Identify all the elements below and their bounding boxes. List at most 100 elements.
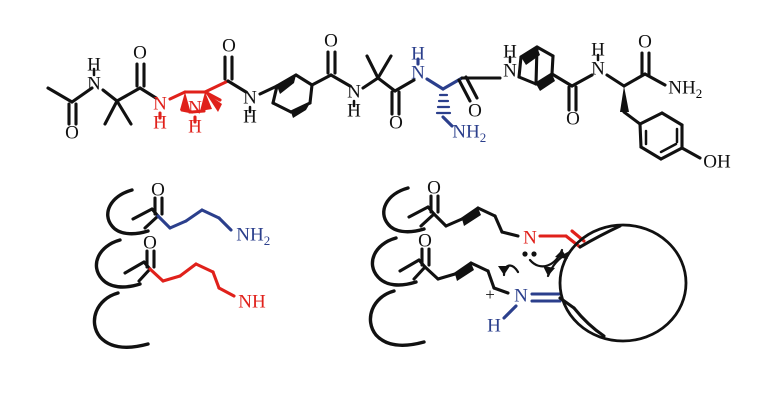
stereo-wedge-tyr [620,86,629,112]
bond-n6-ca [605,73,626,88]
residue-red-piperidine: N H N H O [153,35,248,137]
bond-phenol-oh [680,146,702,160]
bond-mt-chain-2 [444,217,464,228]
mech-bottom-unit-blue-iminium: O + N H [398,230,576,336]
hydrogen-label-blue: H [487,315,501,336]
oxygen-label: O [418,230,432,251]
bond-sl2-c-carbonyl [137,267,152,283]
amine-label-blue: NH [452,121,480,142]
stereo-wedge-red-2 [200,92,212,111]
hydrogen-label: H [243,106,257,127]
bond-aib2-me-a [365,54,380,80]
oxygen-label: O [566,108,580,129]
bond-aib1-ca-c [115,86,142,103]
bond-mb-chain-2 [436,272,457,281]
bond-phenol-inner-2 [659,142,678,154]
amine-subscript-blue: 2 [480,130,487,145]
bond-blue-chain-4 [200,208,221,220]
bond-tyr-c-nh2 [643,72,667,87]
bond-red-chain-3 [178,262,198,278]
nitrogen-label-red-ring: N [188,97,202,118]
stereo-wedge-bridge-1 [277,75,296,94]
mech-stereo-wedge-2 [455,263,474,281]
bond-sl-ca-1 [131,207,154,221]
bond-ch-ring-6 [271,101,293,114]
oxygen-label: O [151,179,165,200]
bond-red-c-n [226,79,248,94]
bond-ch2-ring-4 [535,45,555,58]
hydrogen-label: H [347,100,361,121]
bond-mt-chain-1 [432,212,448,228]
mech-backbone-arc-1 [382,186,426,234]
hydrogen-label: H [503,41,517,62]
bond-mt-chain-5 [493,214,504,234]
hydrogen-label: H [87,54,101,75]
oxygen-label: O [389,112,403,133]
oxygen-label: O [324,30,338,51]
bond-ac-ch3 [46,86,74,104]
bond-aib1-c-n [138,86,158,100]
macrocycle-ring [558,223,688,343]
bond-mb-ca-1 [398,258,421,273]
bond-n4-ca [361,76,380,90]
bond-phenol-6 [638,111,664,126]
residue-bicyclohexane-2: N H O [503,41,594,129]
bond-ch-ring-4 [308,83,314,105]
bond-aib2-me-b [376,54,393,80]
bond-ch-c-n [329,73,352,88]
bond-phenol-3 [659,146,684,161]
bond-red-chain-2 [161,274,182,283]
nitrogen-label-red: N [153,93,167,114]
hydrogen-label-blue: H [411,43,425,64]
bond-ch-c-carbonyl [310,73,333,87]
bond-ch-ring-1 [258,84,279,96]
bond-ring-link-top [578,224,622,249]
bond-ch2-ring-1 [517,75,538,86]
bond-ch2-c-n [570,73,594,88]
bond-sl-c-carbonyl [143,214,160,230]
bond-red-chain-4 [194,262,215,274]
positive-charge-label: + [485,285,495,304]
residue-acetyl-cap: O [46,86,94,143]
bond-nblue-ca [425,77,445,91]
bond-blue-chain-3 [184,208,204,223]
sidechain-red-amine: O NH [123,232,266,312]
stereo-hash-dap [435,93,452,115]
hydrogen-label-red-ring: H [188,116,202,137]
bond-blue-chain-1 [156,214,172,230]
nitrogen-label-red: N [523,227,537,248]
bond-n1-ca [101,88,119,103]
arrow-head-1 [555,250,568,259]
bond-aib2-ca-c [376,76,397,93]
bond-red-c-db-a [564,234,582,249]
backbone-arc-3 [92,291,150,350]
bond-dap-cb-n [441,115,454,128]
mech-top-unit-red-amine: O N [407,177,586,257]
bond-red-ring-5 [190,109,206,114]
nitrogen-label: N [87,73,101,94]
mech-stereo-wedge [462,208,481,226]
bond-dap-co-b [464,75,479,100]
bond-phenol-5 [660,111,684,127]
lone-pair-dot-2 [531,251,537,257]
terminal-amide-subscript: 2 [696,86,703,101]
mech-backbone-arc-3 [368,289,426,348]
stereo-wedge-bridge-3 [521,47,540,65]
bond-mt-chain-6 [500,230,520,238]
bond-red-chain-5 [211,270,221,290]
nitrogen-label-blue: N [411,62,425,83]
bond-aib1-me-b [115,99,133,126]
stereo-wedge-bridge-2 [291,103,310,118]
sidechain-blue-amine: O NH 2 [131,179,270,248]
backbone-arc-2 [94,238,142,289]
oxygen-label: O [133,42,147,63]
bond-red-chain-1 [148,267,165,283]
bond-dap-co-a [457,78,472,103]
hydrogen-label: H [591,39,605,60]
nitrogen-label: N [591,58,605,79]
bond-mb-c-carbonyl [412,265,427,281]
nitrogen-label: N [243,87,257,108]
nitrogen-label: N [347,81,361,102]
